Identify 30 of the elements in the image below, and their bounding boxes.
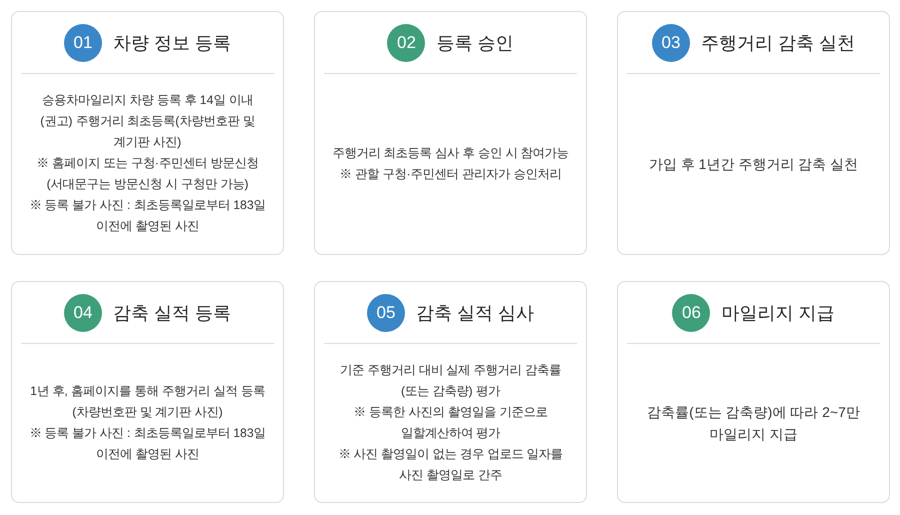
step-text: ※ 관할 구청·주민센터 관리자가 승인처리 (340, 166, 562, 182)
step-text: 감축률(또는 감축량)에 따라 2~7만 마일리지 지급 (646, 402, 861, 444)
step-text: ※ 홈페이지 또는 구청·주민센터 방문신청 (서대문구는 방문신청 시 구청만 가능) (36, 155, 260, 193)
step-title: 주행거리 감축 실천 (700, 32, 855, 54)
step-title: 등록 승인 (436, 32, 514, 54)
number-badge: 02 (387, 24, 426, 62)
step-text: ※ 사진 촬영일이 없는 경우 업로드 일자를 사진 촬영일로 간주 (337, 446, 564, 484)
step-text: ※ 등록 불가 사진 : 최초등록일로부터 183일 이전에 촬영된 사진 (28, 424, 267, 462)
number-badge: 06 (672, 294, 710, 332)
step-text: 기준 주행거리 대비 실제 주행거리 감축률 (또는 감축량) 평가 (338, 362, 562, 400)
step-card (617, 11, 890, 255)
number-badge: 03 (652, 24, 690, 62)
step-text: 주행거리 최초등록 심사 후 승인 시 참여가능 (332, 144, 569, 162)
step-card (314, 11, 587, 255)
number-badge: 01 (64, 24, 102, 62)
step-title: 감축 실적 심사 (416, 302, 534, 324)
number-badge: 05 (366, 294, 405, 332)
step-text: ※ 등록한 사진의 촬영일을 기준으로 일할계산하여 평가 (352, 404, 548, 442)
step-card (314, 281, 587, 503)
step-text: 가입 후 1년간 주행거리 감축 실천 (648, 154, 858, 174)
step-text: ※ 등록 불가 사진 : 최초등록일로부터 183일 이전에 촬영된 사진 (28, 197, 267, 235)
step-text: 1년 후, 홈페이지를 통해 주행거리 실적 등록 (차량번호판 및 계기판 사진) (29, 382, 266, 420)
step-title: 감축 실적 등록 (112, 302, 231, 324)
step-text: 승용차마일리지 차량 등록 후 14일 이내 (권고) 주행거리 최초등록(차량번호판 및 계기판 사진) (39, 92, 256, 151)
step-card (11, 11, 284, 255)
step-title: 마일리지 지급 (721, 302, 834, 324)
number-badge: 04 (64, 294, 102, 332)
step-card (11, 281, 284, 503)
step-title: 차량 정보 등록 (112, 32, 231, 54)
step-card (617, 281, 890, 503)
